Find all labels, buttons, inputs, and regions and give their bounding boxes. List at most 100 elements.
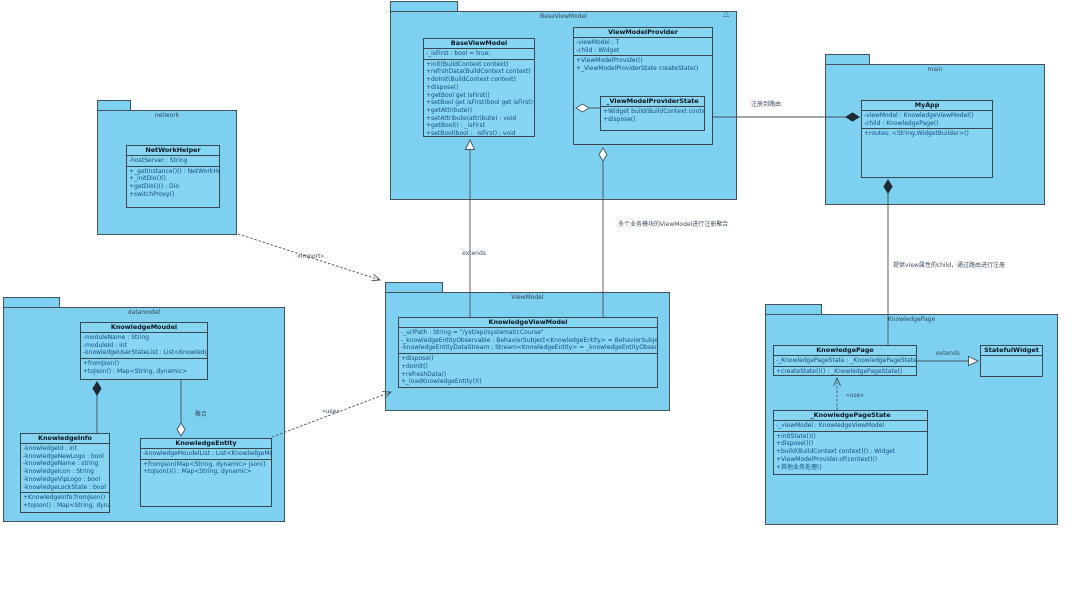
attribute: -knowledgeIcon : String — [23, 468, 94, 476]
methods-section: +dispose() +doInit() +refreshData() +_lo… — [399, 354, 657, 387]
warning-triangle-icon: △ — [723, 9, 730, 18]
attribute: -_viewModel : KnowledgeViewModel — [776, 422, 885, 429]
method: +init(BuildContext context) — [426, 60, 509, 68]
body-section — [981, 356, 1042, 376]
method: +routes: <String,WidgetBuilder>() — [864, 130, 969, 138]
method: +dispose() — [401, 355, 434, 363]
class-title: KnowledgeViewModel — [399, 318, 657, 328]
attribute: -child : Widget — [576, 46, 620, 54]
edge-label-use-entity: «use» — [322, 408, 340, 415]
class-knowledgepage[interactable]: KnowledgePage -_KnowledgePageState : _Kn… — [773, 345, 917, 376]
attribute: -knowledgeUserStateList : List<Knowledge… — [83, 349, 207, 357]
package-datamodel-tab[interactable] — [3, 297, 60, 308]
method: +doInit() — [401, 362, 428, 370]
method: +refreshData() — [401, 370, 447, 378]
package-viewmodel-tab[interactable] — [385, 282, 443, 293]
package-label: datamodel — [127, 309, 161, 316]
class-viewmodelproviderstate[interactable]: _ViewModelProviderState +Widget build(Bu… — [600, 96, 705, 131]
attribute: -hostServer : String — [129, 157, 188, 164]
method: +getBool get isFirst() — [426, 91, 490, 99]
class-title: KnowledgeEntity — [141, 439, 271, 449]
attribute: -child : KnowledgePage() — [864, 119, 939, 127]
attributes-section: -knowledgeId : int -knowledgeNewLogo : b… — [21, 444, 109, 494]
method: +toJson() : Map<String, dynamic> — [23, 501, 110, 509]
edge-label-register-route: 注册到路由 — [751, 100, 781, 108]
class-knowledgeentity[interactable]: KnowledgeEntity -knowledgeMoudelList : L… — [140, 438, 272, 507]
method: +dispose() — [603, 115, 636, 123]
class-baseviewmodel[interactable]: BaseViewModel -_isFirst : bool = true; +… — [423, 38, 535, 137]
attribute: -moduleName : String — [83, 334, 150, 341]
package-label: BaseViewModel — [540, 13, 587, 20]
method: +ViewModelProvider.of(context)() — [776, 455, 878, 463]
class-title: _ViewModelProviderState — [601, 97, 704, 107]
class-title: BaseViewModel — [424, 39, 534, 49]
methods-section: +_getInstance()() : NetWorkHelper +_init… — [127, 167, 219, 207]
method: +createState()() : _KnowledgePageState() — [776, 367, 903, 375]
attribute: -knowledgeVipLogo : bool — [23, 475, 101, 483]
package-network-tab[interactable] — [97, 100, 131, 111]
class-knowledgepagestate[interactable]: _KnowledgePageState -_viewModel : Knowle… — [773, 410, 928, 475]
attributes-section: -viewModel : T -child : Widget — [574, 38, 712, 57]
class-title: StatefulWidget — [981, 346, 1042, 356]
methods-section: +initState()() +dispose()() +build(Build… — [774, 432, 927, 474]
method: +initState()() — [776, 432, 816, 440]
attribute: -_urlPath : String = "/yxt/api/systemati… — [401, 329, 544, 336]
methods-section: +fromJson(Map<String, dynamic> json() +t… — [141, 460, 271, 506]
method: +_loadKnowledgeEntity()() — [401, 378, 482, 386]
class-title: ViewModelProvider — [574, 28, 712, 38]
class-title: KnowledgeInfo — [21, 434, 109, 444]
attributes-section: -_isFirst : bool = true; — [424, 49, 534, 60]
method: +fromJson(Map<String, dynamic> json() — [143, 460, 266, 468]
attributes-section: -hostServer : String — [127, 156, 219, 167]
methods-section: +ViewModelProvider() +_ViewModelProvider… — [574, 56, 712, 144]
attribute: -knowledgeMoudelList : List<KnowledgeMou… — [143, 450, 271, 457]
package-knowledgepage-tab[interactable] — [765, 304, 822, 315]
class-title: KnowledgeMoudel — [81, 323, 207, 333]
method: +dispose() — [426, 83, 459, 91]
class-knowledgeinfo[interactable]: KnowledgeInfo -knowledgeId : int -knowle… — [20, 433, 110, 513]
attribute: -moduleId : int — [83, 341, 127, 349]
package-baseviewmodel-tab[interactable] — [390, 1, 458, 12]
method: +ViewModelProvider() — [576, 57, 643, 65]
method: +getBool() : _isFirst — [426, 122, 485, 130]
attribute: -_isFirst : bool = true; — [426, 50, 491, 57]
edge-label-import: «import» — [297, 253, 324, 260]
attribute: -_knowledgeEntityObservable : BehaviorSu… — [401, 336, 658, 344]
class-myapp[interactable]: MyApp -viewModel : KnowledgeViewModel() … — [861, 100, 993, 178]
class-title: NetWorkHelper — [127, 146, 219, 156]
method: +toJson() : Map<String, dynamic> — [83, 367, 188, 375]
class-statefulwidget[interactable]: StatefulWidget — [980, 345, 1043, 377]
package-label: KnowledgePage — [887, 316, 936, 323]
method: +refrshData(BuildContext context) — [426, 68, 531, 76]
method: +_getInstance()() : NetWorkHelper — [129, 167, 219, 175]
edge-label-provide-child: 提供view属性的child，通过路由进行注册 — [893, 261, 1005, 269]
package-main-tab[interactable] — [825, 54, 870, 65]
method: +setAttribute(attribute) : void — [426, 114, 517, 122]
method: +_ViewModelProviderState createState() — [576, 65, 699, 73]
class-networkhelper[interactable]: NetWorkHelper -hostServer : String +_get… — [126, 145, 220, 208]
attributes-section: -moduleName : String -moduleId : int -kn… — [81, 333, 207, 360]
class-title: _KnowledgePageState — [774, 411, 927, 421]
attributes-section: -_urlPath : String = "/yxt/api/systemati… — [399, 328, 658, 355]
methods-section: +fromJson() +toJson() : Map<String, dyna… — [81, 359, 207, 379]
edge-label-extends: extends — [462, 250, 486, 257]
attribute: -knowledgeId : int — [23, 445, 77, 452]
method: +其他业务处理() — [776, 463, 822, 471]
attributes-section: -viewModel : KnowledgeViewModel() -child… — [862, 111, 992, 130]
methods-section: +createState()() : _KnowledgePageState() — [774, 367, 916, 375]
class-title: KnowledgePage — [774, 346, 916, 356]
method: +doInit(BuildContext context) — [426, 76, 516, 84]
method: +build(BuildContext context)() : Widget — [776, 448, 896, 456]
attribute: -knowledgeEntityDataStream : Stream<Know… — [401, 344, 658, 352]
method: +Widget build(BuildContext context) — [603, 108, 705, 115]
class-knowledgeviewmodel[interactable]: KnowledgeViewModel -_urlPath : String = … — [398, 317, 658, 388]
attribute: -knowledgeName : string — [23, 460, 99, 468]
method: +getAttribute() — [426, 106, 473, 114]
package-label: network — [154, 112, 180, 119]
method: +dispose()() — [776, 440, 814, 448]
attribute: -knowledgeNewLogo : bool — [23, 452, 104, 460]
attribute: -viewModel : KnowledgeViewModel() — [864, 112, 974, 119]
class-knowledgemoudel[interactable]: KnowledgeMoudel -moduleName : String -mo… — [80, 322, 208, 380]
attributes-section: -_KnowledgePageState : _KnowledgePageSta… — [774, 356, 916, 367]
